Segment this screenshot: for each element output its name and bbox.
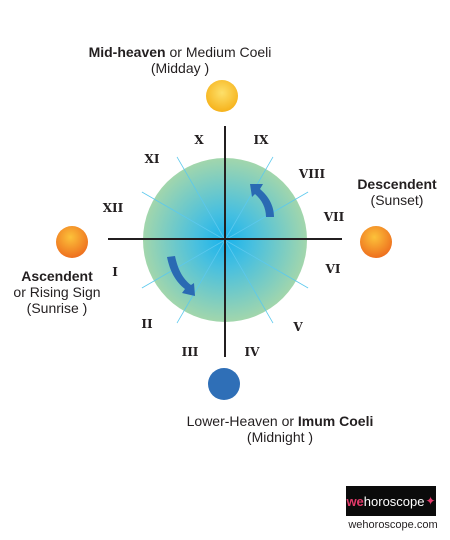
imum-coeli-prefix: Lower-Heaven or xyxy=(186,413,298,429)
house-label-x: X xyxy=(194,133,204,147)
midheaven-alt-name: or Medium Coeli xyxy=(165,44,272,60)
imum-coeli-label: Lower-Heaven or Imum Coeli (Midnight ) xyxy=(160,413,400,445)
cusp-line xyxy=(141,191,226,241)
house-label-ix: IX xyxy=(254,133,270,147)
midheaven-label: Mid-heaven or Medium Coeli (Midday ) xyxy=(70,44,290,76)
motion-arrow-upper xyxy=(250,184,274,217)
midday-sun-icon xyxy=(206,80,238,112)
midnight-moon-icon xyxy=(208,368,240,400)
cusp-line xyxy=(224,239,274,324)
imum-coeli-title: Imum Coeli xyxy=(297,413,374,429)
cusp-line xyxy=(176,156,226,241)
cusp-line xyxy=(141,239,226,289)
cusp-line xyxy=(224,239,309,289)
descendent-time: (Sunset) xyxy=(370,192,424,208)
descendent-title: Descendent xyxy=(357,176,437,192)
house-label-iv: IV xyxy=(245,345,261,359)
imum-coeli-time: (Midnight ) xyxy=(246,429,314,445)
logo-we: we xyxy=(346,493,364,509)
sunset-sun-icon xyxy=(360,226,392,258)
ascendent-alt-name: or Rising Sign xyxy=(13,284,101,300)
cusp-line xyxy=(176,239,226,324)
house-label-viii: VIII xyxy=(298,167,326,181)
house-label-v: V xyxy=(292,320,303,334)
midheaven-time: (Midday ) xyxy=(150,60,210,76)
house-label-xi: XI xyxy=(145,152,160,166)
descendent-label: Descendent (Sunset) xyxy=(342,176,450,208)
sunrise-sun-icon xyxy=(56,226,88,258)
midheaven-title: Mid-heaven xyxy=(88,44,166,60)
ascendent-title: Ascendent xyxy=(21,268,93,284)
house-label-vi: VI xyxy=(325,262,341,276)
ascendent-time: (Sunrise ) xyxy=(26,300,88,316)
cusp-line xyxy=(224,156,274,241)
house-label-vii: VII xyxy=(323,210,345,224)
logo-star-icon: ✦ xyxy=(425,494,436,508)
motion-arrow-lower xyxy=(167,256,195,296)
ascendent-label: Ascendent or Rising Sign (Sunrise ) xyxy=(0,268,116,316)
logo-url[interactable]: wehoroscope.com xyxy=(348,519,438,531)
house-label-xii: XII xyxy=(103,201,124,215)
house-label-i: I xyxy=(112,265,118,279)
house-label-ii: II xyxy=(141,317,153,331)
house-label-iii: III xyxy=(182,345,199,359)
logo-horoscope: horoscope xyxy=(363,493,425,509)
